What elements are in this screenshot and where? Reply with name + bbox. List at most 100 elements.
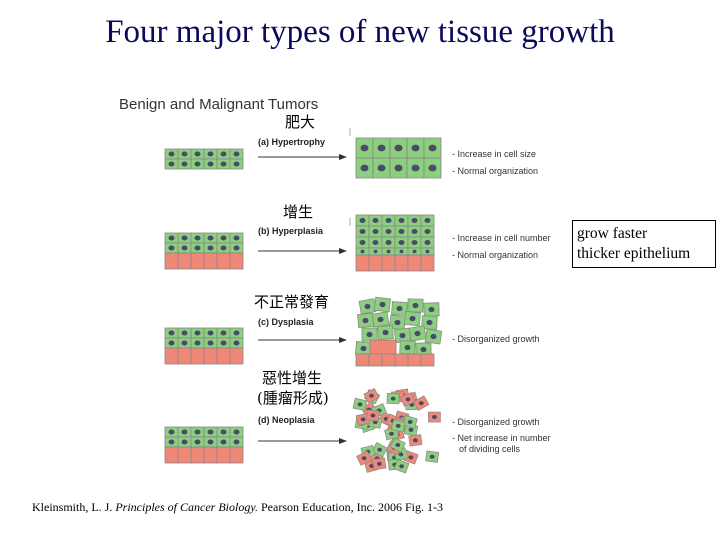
cell [178,348,191,364]
nucleus [378,165,386,172]
nucleus [363,318,369,323]
nucleus [386,218,392,223]
cell [382,354,395,366]
nucleus [409,428,414,432]
nucleus [426,250,430,253]
nucleus [234,340,240,345]
nucleus [412,240,418,245]
nucleus [208,235,214,240]
nucleus [412,145,420,152]
hypertrophy-after-row-1 [356,138,441,158]
nucleus [234,161,240,166]
nucleus [360,240,366,245]
neoplasia-before-row-1 [165,427,243,437]
nucleus [430,455,435,459]
nucleus [208,151,214,156]
nucleus [425,229,431,234]
nucleus [182,245,188,250]
hyperplasia-after-row-2 [356,226,434,237]
nucleus [429,145,437,152]
nucleus [408,455,413,459]
cell [178,253,191,269]
nucleus [169,330,175,335]
nucleus [425,240,431,245]
nucleus [221,235,227,240]
hypertrophy-after-row-2 [356,158,441,178]
hyperplasia-after-row-4 [356,248,434,255]
nucleus [427,320,433,325]
nucleus [399,240,405,245]
dysplasia-after-cluster [355,297,441,356]
nucleus [425,218,431,223]
nucleus [221,161,227,166]
cell [230,348,243,364]
nucleus [369,394,374,398]
cell [230,447,243,463]
cell [369,354,382,366]
nucleus [362,456,367,460]
red-cell [370,340,396,354]
hypertrophy-before-row-2 [165,159,243,169]
nucleus [195,245,201,250]
nucleus [377,448,382,452]
nucleus [395,443,400,447]
nucleus [169,151,175,156]
nucleus [169,340,175,345]
nucleus [412,165,420,172]
nucleus [419,401,424,405]
cell [217,447,230,463]
nucleus [413,303,419,308]
nucleus [399,229,405,234]
nucleus [234,245,240,250]
nucleus [182,235,188,240]
nucleus [221,245,227,250]
cell [395,255,408,271]
nucleus [400,333,406,338]
nucleus [195,235,201,240]
nucleus [208,340,214,345]
cell [204,447,217,463]
nucleus [374,250,378,253]
nucleus [234,330,240,335]
nucleus [405,345,411,350]
cell [421,354,434,366]
cell [369,255,382,271]
dysplasia-before-row-2 [165,338,243,348]
nucleus [413,250,417,253]
nucleus [395,145,403,152]
cell [356,255,369,271]
nucleus [412,229,418,234]
nucleus [208,161,214,166]
nucleus [380,302,386,307]
nucleus [408,420,413,424]
hyperplasia-after-row-1 [356,215,434,226]
nucleus [378,317,384,322]
nucleus [361,417,366,421]
nucleus [400,250,404,253]
nucleus [195,151,201,156]
nucleus [387,250,391,253]
nucleus [432,415,437,419]
neoplasia-after-mass [353,388,440,473]
nucleus [182,151,188,156]
nucleus [221,340,227,345]
nucleus [391,397,396,401]
cell [408,354,421,366]
nucleus [208,245,214,250]
nucleus [182,439,188,444]
nucleus [169,161,175,166]
cell [191,253,204,269]
nucleus [234,151,240,156]
nucleus [195,429,201,434]
nucleus [182,330,188,335]
cell [217,348,230,364]
nucleus [431,334,437,339]
cell [165,253,178,269]
nucleus [386,240,392,245]
cell [204,348,217,364]
cell [408,255,421,271]
nucleus [383,330,389,335]
arrows [258,157,346,441]
nucleus [234,235,240,240]
nucleus [413,438,418,442]
